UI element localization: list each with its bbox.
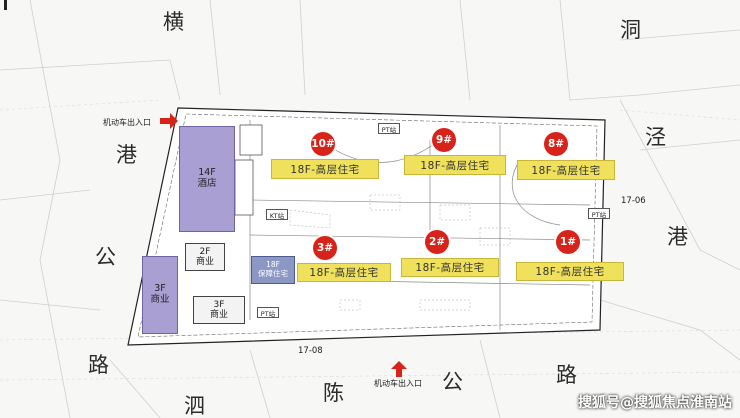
residential-building-2: 18F-高层住宅 — [401, 258, 499, 277]
landscape-lines — [289, 194, 511, 311]
hotel-annex-outline — [234, 159, 254, 216]
pt-station-north: PT站 — [378, 123, 400, 134]
building-number-badge-3: 3# — [313, 236, 337, 260]
building-number-badge-10: 10# — [311, 132, 335, 156]
residential-building-10: 18F-高层住宅 — [271, 159, 379, 179]
kt-station: KT站 — [266, 209, 288, 220]
building-number-badge-8: 8# — [544, 132, 568, 156]
grid-label-south: 17-08 — [298, 346, 323, 356]
commercial-building-b: 3F 商业 — [193, 296, 245, 324]
building-number-badge-1: 1# — [556, 230, 580, 254]
road-label-west-a: 港 — [116, 143, 137, 167]
entrance-label-south: 机动车出入口 — [374, 379, 422, 388]
north-arrow-mark — [4, 0, 7, 10]
north-annex-outline — [239, 124, 263, 156]
residential-building-3: 18F-高层住宅 — [297, 263, 391, 282]
road-label-south-a: 泗 — [184, 394, 205, 418]
pt-station-east: PT站 — [588, 208, 610, 219]
commercial-building-large: 3F 商业 — [142, 256, 178, 334]
pt-station-south: PT站 — [257, 307, 279, 318]
road-label-south-d: 路 — [556, 363, 577, 387]
northwest-entrance-arrow — [160, 113, 178, 129]
road-label-south-b: 陈 — [323, 381, 344, 405]
building-number-badge-9: 9# — [432, 128, 456, 152]
residential-building-8: 18F-高层住宅 — [517, 160, 615, 180]
hotel-building: 14F 酒店 — [179, 126, 235, 232]
road-label-east-b: 港 — [667, 225, 688, 249]
road-label-west-c: 路 — [88, 353, 109, 377]
residential-building-9: 18F-高层住宅 — [404, 155, 506, 175]
background-dashed-lines — [0, 99, 740, 381]
road-label-north-a: 横 — [163, 10, 184, 34]
residential-building-1: 18F-高层住宅 — [516, 262, 624, 281]
road-label-north-b: 洞 — [620, 18, 641, 42]
road-label-east-a: 泾 — [645, 125, 666, 149]
road-label-south-c: 公 — [442, 370, 463, 394]
grid-label-east: 17-06 — [621, 196, 646, 206]
road-label-west-b: 公 — [95, 245, 116, 269]
watermark-text: 搜狐号@搜狐焦点淮南站 — [578, 395, 732, 411]
affordable-housing-building: 18F 保障住宅 — [251, 256, 295, 284]
building-number-badge-2: 2# — [425, 230, 449, 254]
entrance-label-northwest: 机动车出入口 — [103, 118, 151, 127]
south-entrance-arrow — [391, 361, 407, 377]
commercial-building-a: 2F 商业 — [185, 243, 225, 271]
